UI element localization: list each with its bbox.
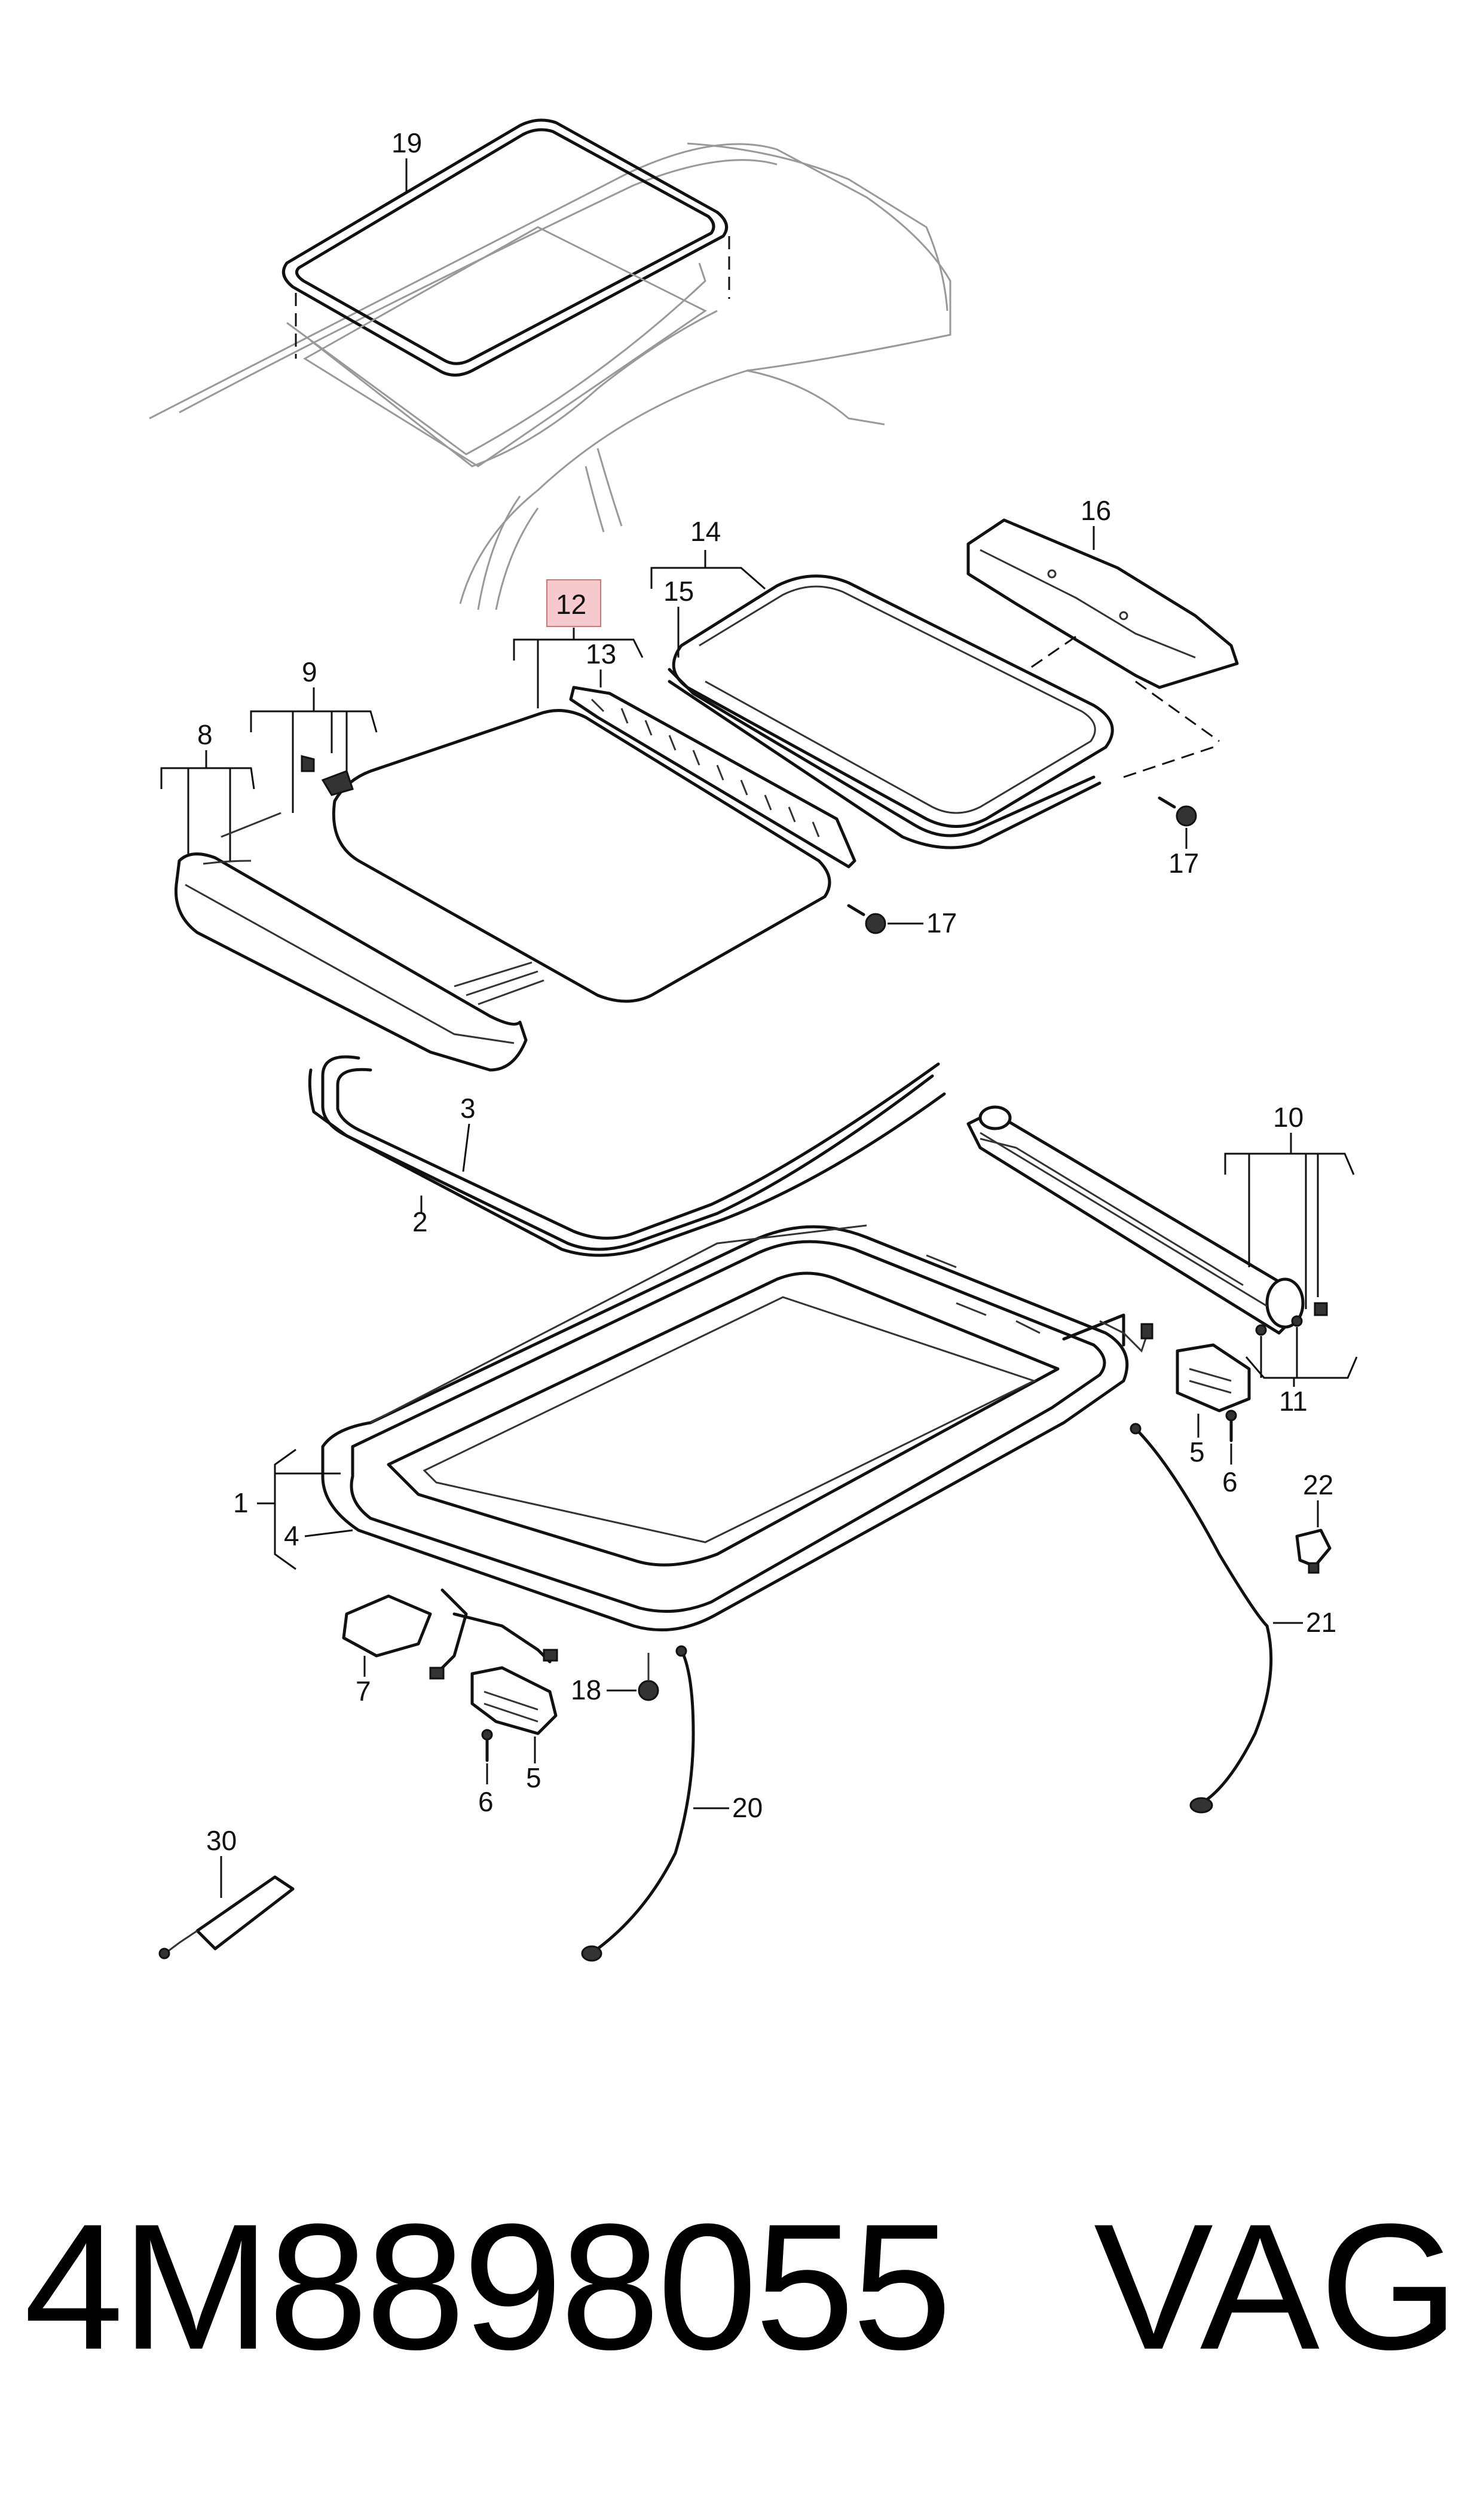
callout-6-left: 6 — [478, 1763, 494, 1817]
svg-text:17: 17 — [926, 907, 957, 938]
svg-text:11: 11 — [1279, 1386, 1308, 1417]
svg-text:13: 13 — [586, 638, 616, 669]
svg-text:10: 10 — [1273, 1102, 1304, 1133]
svg-text:2: 2 — [412, 1206, 428, 1237]
part-8-wind-deflector — [174, 852, 544, 1072]
callout-15: 15 — [663, 576, 694, 658]
callout-19: 19 — [391, 127, 422, 191]
part-21-drain-hose — [1130, 1423, 1273, 1814]
svg-text:14: 14 — [690, 516, 721, 547]
footer-caption: 4M8898055 VAG — [0, 2188, 1484, 2385]
part-6-screw-right — [1225, 1410, 1237, 1442]
part-1-frame-assembly — [321, 1224, 1153, 1632]
callout-9: 9 — [250, 656, 378, 813]
callout-13: 13 — [586, 638, 616, 687]
part-18-nut — [638, 1653, 659, 1701]
part-11-clips — [1255, 1302, 1328, 1336]
part-17-screw-left — [847, 904, 886, 934]
part-30-adhesive-tube — [158, 1875, 295, 1959]
callout-18: 18 — [571, 1674, 637, 1705]
wiring-harness — [429, 1588, 558, 1680]
callout-16: 16 — [1081, 495, 1111, 550]
svg-text:1: 1 — [233, 1487, 249, 1518]
part-19-roof-seal — [281, 118, 730, 467]
callout-17-left: 17 — [888, 907, 957, 938]
svg-text:8: 8 — [197, 719, 213, 750]
svg-text:16: 16 — [1081, 495, 1111, 526]
part-5-motor-right — [1176, 1343, 1251, 1413]
svg-text:22: 22 — [1303, 1469, 1333, 1500]
car-roof-outline — [149, 142, 951, 610]
svg-text:6: 6 — [1222, 1466, 1238, 1497]
leader-dash-16-14 — [1027, 635, 1076, 671]
svg-text:3: 3 — [460, 1093, 476, 1124]
callout-8: 8 — [160, 719, 255, 861]
part-13-guide-strip — [569, 686, 856, 869]
callout-30: 30 — [206, 1825, 237, 1898]
callout-5-right: 5 — [1189, 1414, 1205, 1468]
svg-text:18: 18 — [571, 1674, 601, 1705]
part-2-3-seals — [308, 1055, 946, 1257]
svg-text:30: 30 — [206, 1825, 237, 1856]
svg-text:20: 20 — [732, 1792, 763, 1823]
svg-text:15: 15 — [663, 576, 694, 607]
svg-text:12: 12 — [556, 589, 586, 620]
svg-text:19: 19 — [391, 127, 422, 158]
svg-text:21: 21 — [1306, 1607, 1336, 1638]
svg-text:6: 6 — [478, 1786, 494, 1817]
svg-text:5: 5 — [1189, 1436, 1205, 1468]
part-14-glass-panel — [668, 574, 1114, 849]
part-7-control-unit — [342, 1594, 432, 1658]
callout-1: 1 — [233, 1448, 341, 1570]
callout-2: 2 — [412, 1196, 428, 1237]
svg-text:5: 5 — [526, 1762, 541, 1793]
leader-dash-17b — [1123, 746, 1214, 778]
leader-dash-16-17 — [1135, 680, 1220, 742]
callout-11: 11 — [1245, 1327, 1358, 1417]
callout-21: 21 — [1273, 1607, 1336, 1638]
part-12-sunshade-panel — [332, 709, 831, 1003]
part-20-drain-hose — [581, 1645, 695, 1962]
callout-5-left: 5 — [526, 1737, 541, 1793]
svg-text:17: 17 — [1168, 848, 1199, 879]
part-6-screw-left — [481, 1729, 493, 1762]
part-17-screw-right — [1158, 796, 1197, 827]
part-number: 4M8898055 — [24, 2186, 952, 2387]
part-10-roller-blind — [966, 1105, 1305, 1335]
callout-14: 14 — [650, 516, 766, 590]
callout-22: 22 — [1303, 1469, 1333, 1527]
brand-name: VAG — [1094, 2186, 1459, 2387]
callout-10: 10 — [1224, 1102, 1355, 1309]
callout-4: 4 — [284, 1520, 353, 1551]
callout-12-highlighted: 12 — [513, 579, 644, 708]
callout-3: 3 — [460, 1093, 476, 1172]
part-9-spring — [221, 755, 354, 838]
svg-text:7: 7 — [356, 1676, 371, 1707]
part-22-clip — [1295, 1528, 1332, 1574]
callout-6-right: 6 — [1222, 1444, 1238, 1497]
callout-17-right: 17 — [1168, 828, 1199, 879]
part-5-motor-left — [470, 1666, 558, 1735]
callout-20: 20 — [693, 1792, 763, 1823]
svg-text:9: 9 — [302, 656, 317, 687]
svg-text:4: 4 — [284, 1520, 299, 1551]
callout-7: 7 — [356, 1656, 371, 1707]
part-16-rear-panel — [966, 518, 1239, 689]
